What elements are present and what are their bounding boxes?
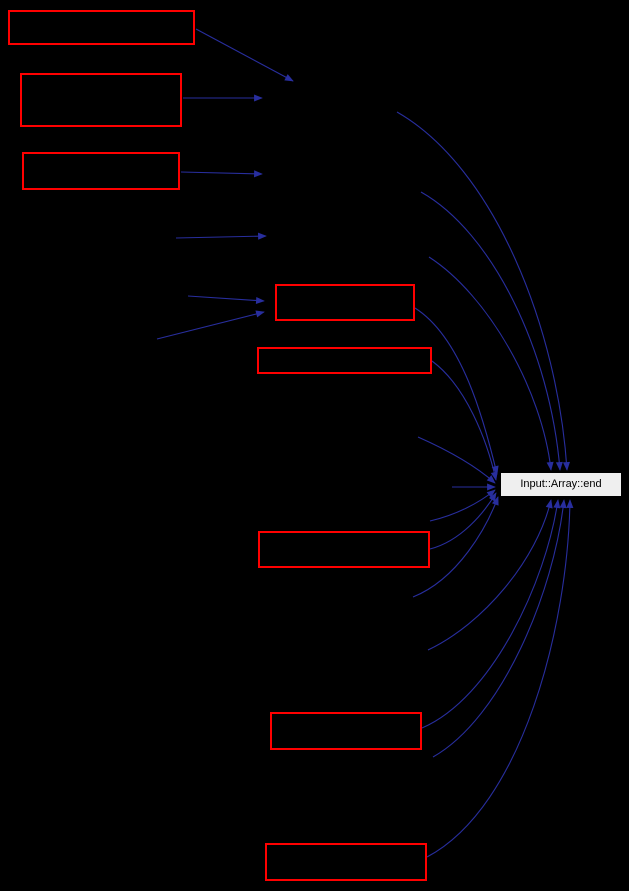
call-edge-4 <box>175 232 267 240</box>
call-edge-14 <box>429 489 496 522</box>
call-edge-3 <box>180 170 263 178</box>
caller-node-2[interactable] <box>20 73 182 127</box>
call-edge-19 <box>432 499 567 758</box>
caller-node-8[interactable] <box>265 843 427 881</box>
caller-node-7[interactable] <box>270 712 422 750</box>
call-edge-20 <box>426 499 574 858</box>
caller-node-4[interactable] <box>275 284 415 321</box>
call-edge-15 <box>429 492 497 550</box>
call-edge-18 <box>421 499 561 729</box>
call-edge-8 <box>420 191 563 471</box>
caller-node-6[interactable] <box>258 531 430 568</box>
call-edge-12 <box>417 436 496 484</box>
call-edge-17 <box>427 499 553 651</box>
caller-node-3[interactable] <box>22 152 180 190</box>
call-edge-10 <box>414 307 499 475</box>
end-node: Input::Array::end <box>500 472 622 497</box>
call-edge-7 <box>396 111 571 471</box>
call-edge-11 <box>431 360 498 481</box>
end-node-label: Input::Array::end <box>520 478 602 490</box>
call-edge-6 <box>156 310 265 340</box>
call-edge-5 <box>187 295 265 304</box>
caller-node-1[interactable] <box>8 10 195 45</box>
caller-node-5[interactable] <box>257 347 432 374</box>
call-edge-9 <box>428 256 554 471</box>
call-edge-1 <box>195 28 294 82</box>
